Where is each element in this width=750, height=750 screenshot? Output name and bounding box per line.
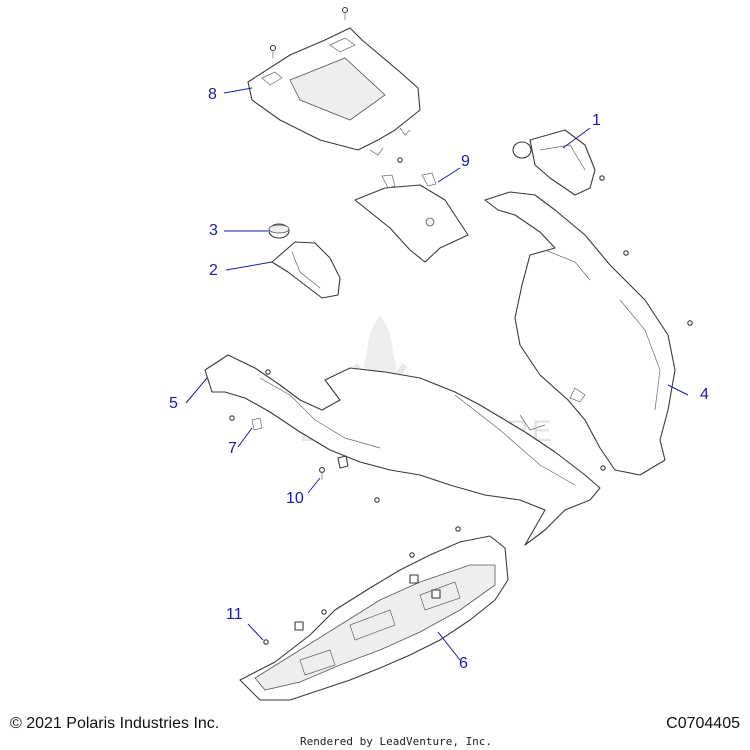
callout-4: 4 [700,386,709,403]
callout-6: 6 [459,655,468,672]
part-clip [337,455,349,469]
callout-7: 7 [228,440,237,457]
part-4-right-panel [484,191,693,476]
callout-2: 2 [209,262,218,279]
part-8-top-panel [247,6,421,156]
callout-11: 11 [226,606,243,623]
copyright-text: © 2021 Polaris Industries Inc. [10,715,220,732]
leader-lines [185,87,689,661]
part-5-left-panel [204,354,601,546]
part-3-grommet [268,223,290,239]
callout-5: 5 [169,395,178,412]
diagram-code: C0704405 [666,715,740,732]
callout-9: 9 [461,153,470,170]
part-6-skid-plate [239,526,509,701]
part-2-duct [271,241,341,299]
callout-1: 1 [592,112,601,129]
part-1-duct [512,129,605,196]
part-10-fastener [319,467,325,473]
callout-10: 10 [286,490,304,507]
part-9-bracket [354,157,469,263]
rendered-by-text: Rendered by LeadVenture, Inc. [300,735,493,748]
callout-3: 3 [209,222,218,239]
callout-8: 8 [208,86,217,103]
